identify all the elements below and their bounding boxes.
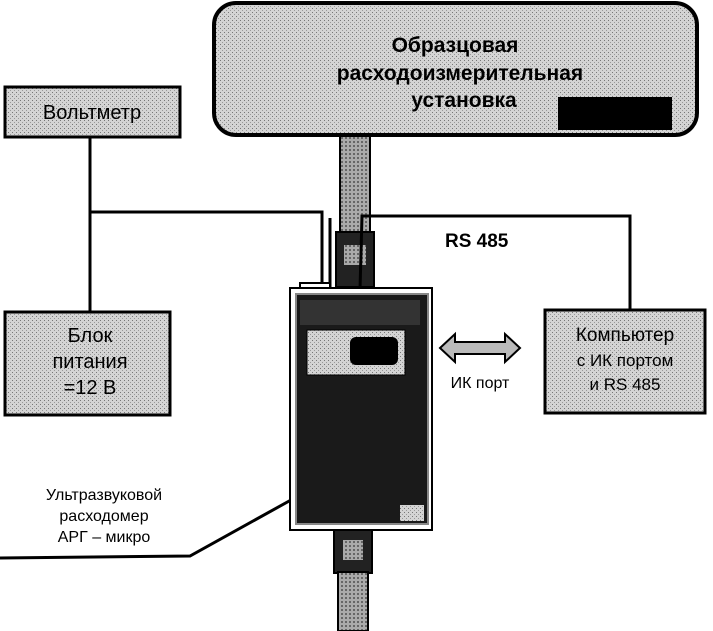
flowmeter-device [289, 282, 433, 531]
reference-unit-line-3: установка [411, 89, 517, 112]
power-supply-line-1: Блок [68, 325, 113, 347]
pipe-bottom [333, 527, 373, 631]
device-display [350, 337, 398, 365]
power-supply-line-2: питания [52, 351, 127, 373]
reference-flow-unit: Образцовая расходоизмерительная установк… [212, 1, 699, 137]
flowmeter-label: Ультразвуковой расходомер АРГ – микро [46, 487, 162, 546]
reference-unit-line-1: Образцовая [392, 34, 519, 57]
pipe-top [335, 134, 375, 288]
power-supply-box: Блок питания =12 В [3, 310, 172, 417]
redacted-block [558, 97, 672, 130]
computer-line-1: Компьютер [576, 325, 674, 346]
rs485-label: RS 485 [445, 231, 509, 252]
voltmeter-box: Вольтметр [3, 85, 182, 139]
computer-box: Компьютер с ИК портом и RS 485 [543, 308, 707, 415]
ir-double-arrow-icon [438, 331, 522, 365]
ir-port-label: ИК порт [451, 375, 510, 392]
flowmeter-label-line-2: расходомер [59, 508, 148, 525]
computer-line-2: с ИК портом [577, 351, 674, 370]
reference-unit-line-2: расходоизмерительная [337, 62, 583, 85]
voltmeter-label: Вольтметр [43, 102, 141, 124]
computer-line-3: и RS 485 [590, 375, 661, 394]
flowmeter-label-line-3: АРГ – микро [58, 529, 151, 546]
flowmeter-label-line-1: Ультразвуковой [46, 487, 162, 504]
wires [0, 137, 632, 560]
power-supply-line-3: =12 В [64, 377, 117, 399]
